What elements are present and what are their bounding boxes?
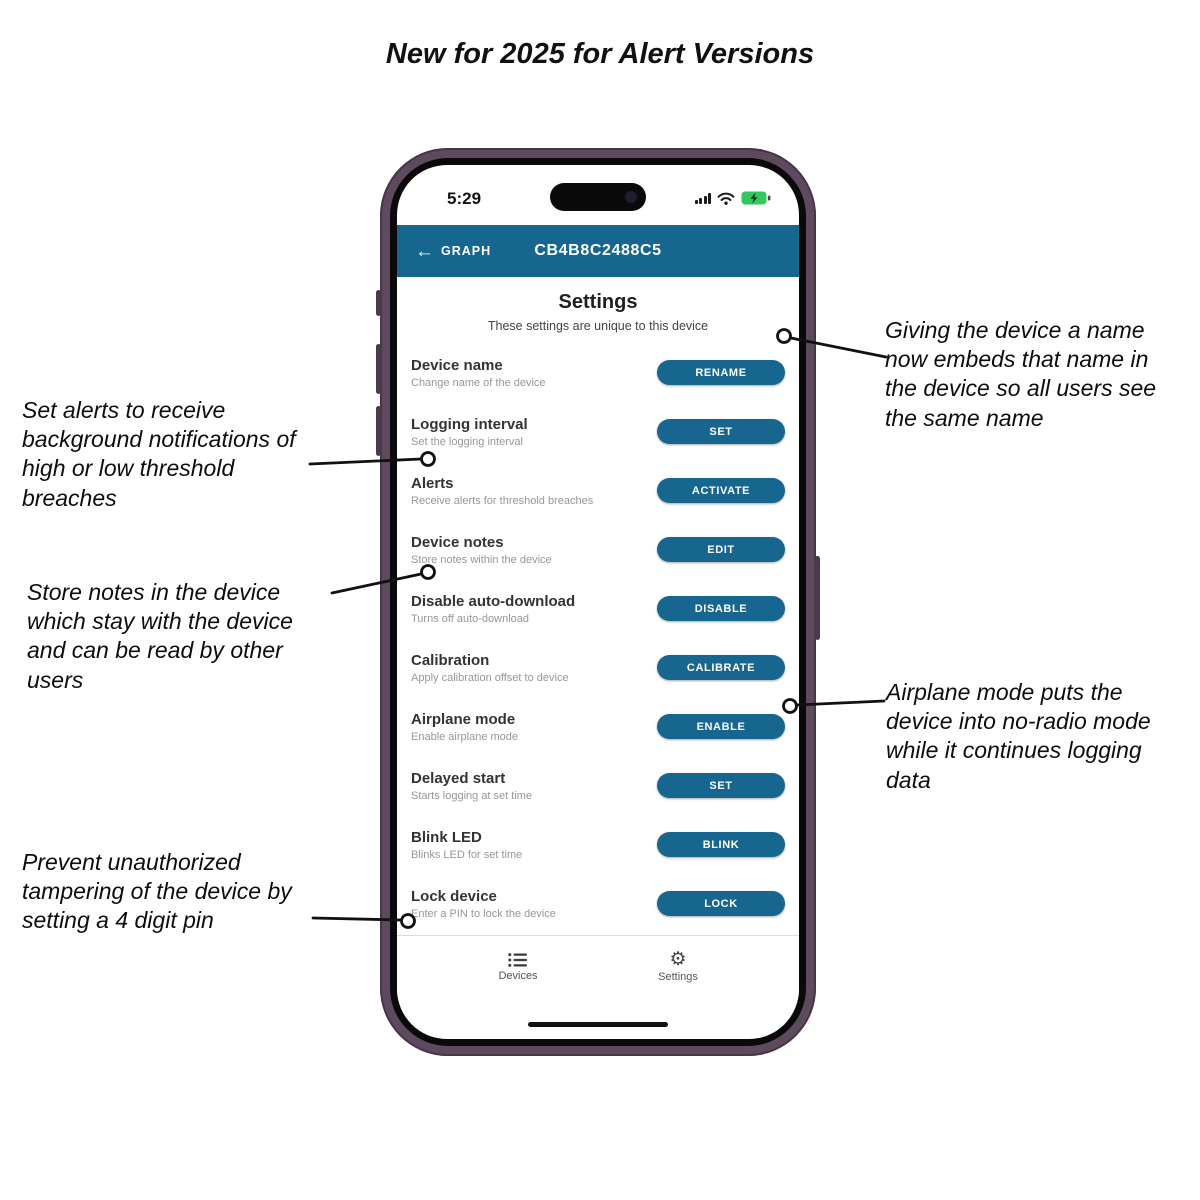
volume-up-button bbox=[376, 344, 381, 394]
mute-switch bbox=[376, 290, 381, 316]
setting-subtitle: Set the logging interval bbox=[411, 435, 523, 448]
setting-text: Lock device Enter a PIN to lock the devi… bbox=[411, 888, 556, 920]
setting-action-button[interactable]: EDIT bbox=[657, 537, 785, 562]
phone-screen: 5:29 ← bbox=[397, 165, 799, 1039]
setting-action-button[interactable]: BLINK bbox=[657, 832, 785, 857]
setting-title: Device name bbox=[411, 356, 503, 374]
annotation-airplane: Airplane mode puts the device into no-ra… bbox=[886, 679, 1151, 793]
setting-text: Airplane mode Enable airplane mode bbox=[411, 711, 518, 743]
setting-action-button[interactable]: RENAME bbox=[657, 360, 785, 385]
clock: 5:29 bbox=[447, 189, 482, 208]
tab-devices-label: Devices bbox=[498, 969, 538, 982]
setting-text: Delayed start Starts logging at set time bbox=[411, 770, 532, 802]
gear-icon: ⚙ bbox=[669, 949, 687, 970]
battery-icon bbox=[741, 191, 771, 205]
setting-action-button[interactable]: LOCK bbox=[657, 891, 785, 916]
setting-text: Alerts Receive alerts for threshold brea… bbox=[411, 475, 593, 507]
tab-bar: Devices ⚙ Settings bbox=[397, 935, 799, 997]
wifi-icon bbox=[717, 192, 735, 205]
setting-subtitle: Starts logging at set time bbox=[411, 789, 533, 802]
setting-subtitle: Receive alerts for threshold breaches bbox=[411, 494, 594, 507]
setting-subtitle: Store notes within the device bbox=[411, 553, 552, 566]
settings-row: Calibration Apply calibration offset to … bbox=[411, 638, 785, 697]
setting-title: Blink LED bbox=[411, 828, 482, 846]
tab-settings-label: Settings bbox=[658, 971, 698, 983]
settings-subheading: These settings are unique to this device bbox=[487, 319, 709, 333]
settings-row: Lock device Enter a PIN to lock the devi… bbox=[411, 874, 785, 933]
power-button bbox=[815, 556, 820, 640]
setting-text: Disable auto-download Turns off auto-dow… bbox=[411, 593, 575, 625]
annotation-notes: Store notes in the device which stay wit… bbox=[27, 579, 293, 693]
settings-row: Device notes Store notes within the devi… bbox=[411, 520, 785, 579]
setting-title: Disable auto-download bbox=[411, 592, 576, 610]
setting-subtitle: Enter a PIN to lock the device bbox=[411, 907, 556, 920]
setting-text: Device notes Store notes within the devi… bbox=[411, 534, 552, 566]
annotation-lock-pin: Prevent unauthorized tampering of the de… bbox=[22, 849, 292, 934]
camera-dot bbox=[625, 191, 637, 203]
setting-subtitle: Change name of the device bbox=[411, 376, 546, 389]
settings-list: Device name Change name of the device RE… bbox=[411, 343, 785, 933]
settings-row: Logging interval Set the logging interva… bbox=[411, 402, 785, 461]
setting-text: Logging interval Set the logging interva… bbox=[411, 416, 528, 448]
setting-action-button[interactable]: SET bbox=[657, 419, 785, 444]
back-button[interactable]: ← GRAPH bbox=[415, 242, 491, 261]
setting-title: Calibration bbox=[411, 651, 490, 669]
dynamic-island bbox=[550, 183, 646, 211]
status-bar: 5:29 bbox=[397, 165, 799, 225]
back-arrow-icon: ← bbox=[415, 240, 434, 262]
phone-frame: 5:29 ← bbox=[376, 148, 820, 1056]
settings-row: Blink LED Blinks LED for set time BLINK bbox=[411, 815, 785, 874]
tab-settings[interactable]: ⚙ Settings bbox=[628, 950, 728, 983]
setting-subtitle: Enable airplane mode bbox=[411, 730, 519, 743]
setting-title: Device notes bbox=[411, 533, 504, 551]
setting-action-button[interactable]: DISABLE bbox=[657, 596, 785, 621]
setting-subtitle: Turns off auto-download bbox=[411, 612, 530, 625]
settings-row: Disable auto-download Turns off auto-dow… bbox=[411, 579, 785, 638]
annotation-alerts: Set alerts to receive background notific… bbox=[22, 397, 296, 511]
setting-action-button[interactable]: ENABLE bbox=[657, 714, 785, 739]
cellular-signal-icon bbox=[694, 192, 711, 204]
home-indicator[interactable] bbox=[528, 1022, 668, 1027]
setting-action-button[interactable]: ACTIVATE bbox=[657, 478, 785, 503]
setting-action-button[interactable]: SET bbox=[657, 773, 785, 798]
settings-row: Device name Change name of the device RE… bbox=[411, 343, 785, 402]
setting-subtitle: Apply calibration offset to device bbox=[411, 671, 569, 684]
setting-text: Device name Change name of the device bbox=[411, 357, 546, 389]
volume-down-button bbox=[376, 406, 381, 456]
app-bar: ← GRAPH CB4B8C2488C5 bbox=[397, 225, 799, 277]
setting-title: Alerts bbox=[411, 474, 454, 492]
list-icon bbox=[508, 952, 527, 967]
back-label: GRAPH bbox=[441, 244, 492, 258]
settings-row: Alerts Receive alerts for threshold brea… bbox=[411, 461, 785, 520]
setting-title: Lock device bbox=[411, 887, 497, 905]
settings-row: Airplane mode Enable airplane mode ENABL… bbox=[411, 697, 785, 756]
settings-heading: Settings bbox=[558, 291, 638, 313]
setting-text: Blink LED Blinks LED for set time bbox=[411, 829, 522, 861]
setting-subtitle: Blinks LED for set time bbox=[411, 848, 523, 861]
status-icons bbox=[694, 191, 772, 205]
tab-devices[interactable]: Devices bbox=[468, 952, 568, 982]
setting-title: Airplane mode bbox=[411, 710, 516, 728]
setting-text: Calibration Apply calibration offset to … bbox=[411, 652, 569, 684]
annotation-device-name: Giving the device a name now embeds that… bbox=[885, 317, 1157, 431]
page-title: New for 2025 for Alert Versions bbox=[385, 38, 815, 70]
setting-title: Delayed start bbox=[411, 769, 506, 787]
settings-row: Delayed start Starts logging at set time… bbox=[411, 756, 785, 815]
setting-action-button[interactable]: CALIBRATE bbox=[657, 655, 785, 680]
settings-content: Settings These settings are unique to th… bbox=[397, 291, 799, 933]
setting-title: Logging interval bbox=[411, 415, 528, 433]
